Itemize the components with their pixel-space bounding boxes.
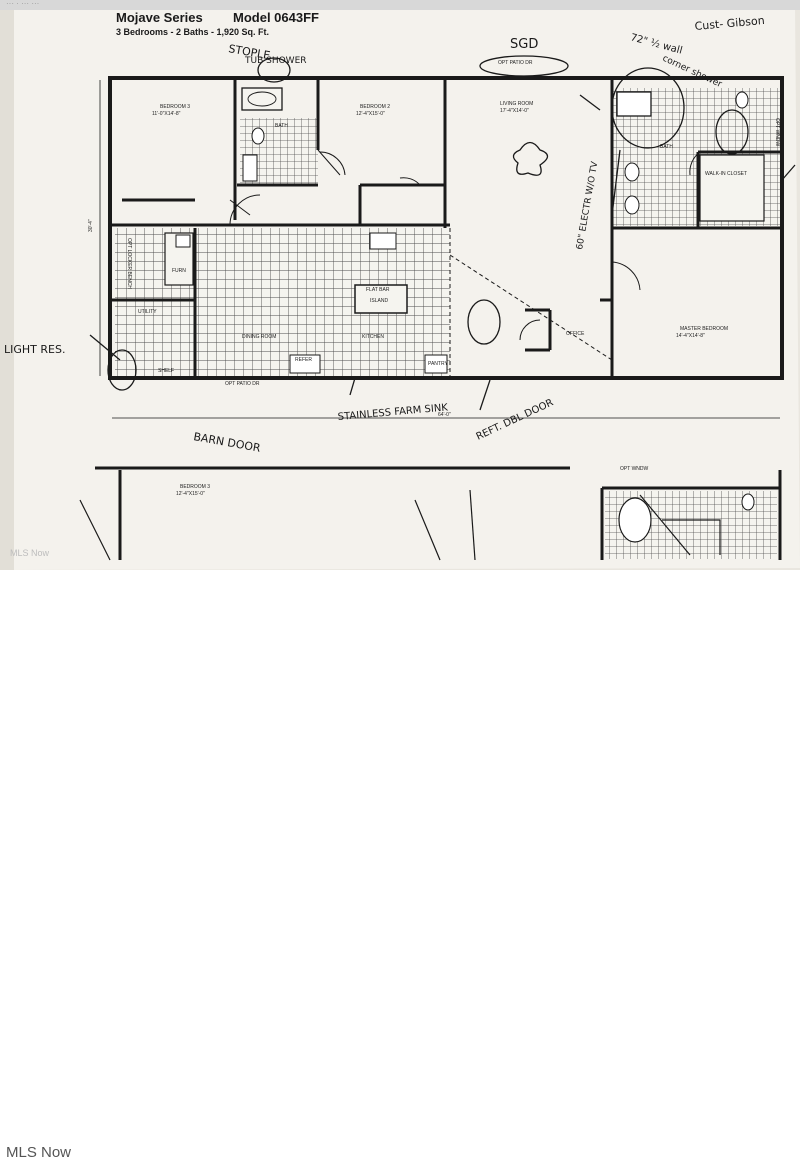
label-refer: REFER xyxy=(295,357,312,363)
toilet-right xyxy=(735,91,749,109)
label-furn: FURN xyxy=(172,268,186,274)
label-pantry: PANTRY xyxy=(428,361,448,367)
footer-bar: MLS Now xyxy=(0,570,800,1161)
paper-edge-left xyxy=(0,0,14,570)
floor-plan-photo: Mojave Series Model 0643FF 3 Bedrooms - … xyxy=(0,0,800,570)
label-bedroom-lower: BEDROOM 3 xyxy=(180,484,210,490)
model-title: Model 0643FF xyxy=(233,10,319,25)
label-bath-left: BATH xyxy=(275,123,288,129)
sink-right-2 xyxy=(624,195,640,215)
label-flat-bar: FLAT BAR xyxy=(366,287,390,293)
top-toolbar-strip: ··· · ··· ··· xyxy=(0,0,800,10)
label-office: OFFICE xyxy=(566,331,585,337)
label-bath-right: BATH xyxy=(660,144,673,150)
label-utility: UTILITY xyxy=(138,309,157,315)
vanity-left xyxy=(242,154,258,182)
pantry-box xyxy=(424,354,448,374)
lower-plan-lines xyxy=(79,489,721,561)
tub-left xyxy=(241,87,283,111)
specs-line: 3 Bedrooms - 2 Baths - 1,920 Sq. Ft. xyxy=(116,27,269,37)
label-shelf: SHELF xyxy=(158,368,174,374)
label-bedroom3: BEDROOM 3 xyxy=(160,104,190,110)
label-walk-in: WALK-IN CLOSET xyxy=(705,171,747,177)
label-master-dim: 14'-4"X14'-8" xyxy=(676,333,705,339)
tub-basin xyxy=(247,91,277,107)
label-living: LIVING ROOM xyxy=(500,101,533,107)
label-bedroom2-dim: 12'-4"X15'-0" xyxy=(356,111,385,117)
footer-watermark: MLS Now xyxy=(6,1144,72,1161)
lower-plan-walls xyxy=(95,466,782,560)
lower-tub xyxy=(618,497,652,543)
refrigerator xyxy=(289,354,321,374)
note-sgd: SGD xyxy=(510,37,538,52)
top-strip-text: ··· · ··· ··· xyxy=(6,0,40,8)
label-dim-depth: 30'-4" xyxy=(88,219,94,232)
label-island: ISLAND xyxy=(370,298,388,304)
label-locker-bench: OPT LOCKER BENCH xyxy=(126,238,132,289)
kitchen-island xyxy=(354,284,408,314)
label-master: MASTER BEDROOM xyxy=(680,326,728,332)
door-swings xyxy=(229,149,701,341)
handwritten-marks xyxy=(89,55,796,411)
walk-in-closet xyxy=(699,154,765,222)
label-opt-patio-top: OPT PATIO DR xyxy=(498,60,533,66)
watermark-overlay: MLS Now xyxy=(10,548,50,558)
note-tub-shower: TUB SHOWER xyxy=(244,56,307,66)
label-bedroom2: BEDROOM 2 xyxy=(360,104,390,110)
interior-walls xyxy=(112,80,780,378)
label-opt-patio-bottom: OPT PATIO DR xyxy=(225,381,260,387)
range xyxy=(369,232,397,250)
lower-toilet xyxy=(741,493,755,511)
floor-plan-sheet: Mojave Series Model 0643FF 3 Bedrooms - … xyxy=(0,0,800,570)
sink-right-1 xyxy=(624,162,640,182)
note-light-res: LIGHT RES. xyxy=(4,343,65,356)
label-opt-window-lower: OPT WNDW xyxy=(620,466,649,472)
toilet-left xyxy=(251,127,265,145)
label-living-dim: 17'-4"X14'-0" xyxy=(500,108,529,114)
note-cust: Cust- Gibson xyxy=(694,14,765,33)
outer-wall xyxy=(108,76,784,380)
label-dim-width: 64'-0" xyxy=(438,412,451,418)
tub-right xyxy=(616,91,652,117)
label-bedroom-lower-dim: 12'-4"X15'-0" xyxy=(176,491,205,497)
label-kitchen: KITCHEN xyxy=(362,334,384,340)
series-title: Mojave Series xyxy=(116,10,203,25)
label-dining: DINING ROOM xyxy=(242,334,276,340)
label-bedroom3-dim: 11'-0"X14'-8" xyxy=(152,111,181,117)
label-opt-window-right: OPT WNDW xyxy=(774,118,780,147)
water-heater xyxy=(175,234,191,248)
